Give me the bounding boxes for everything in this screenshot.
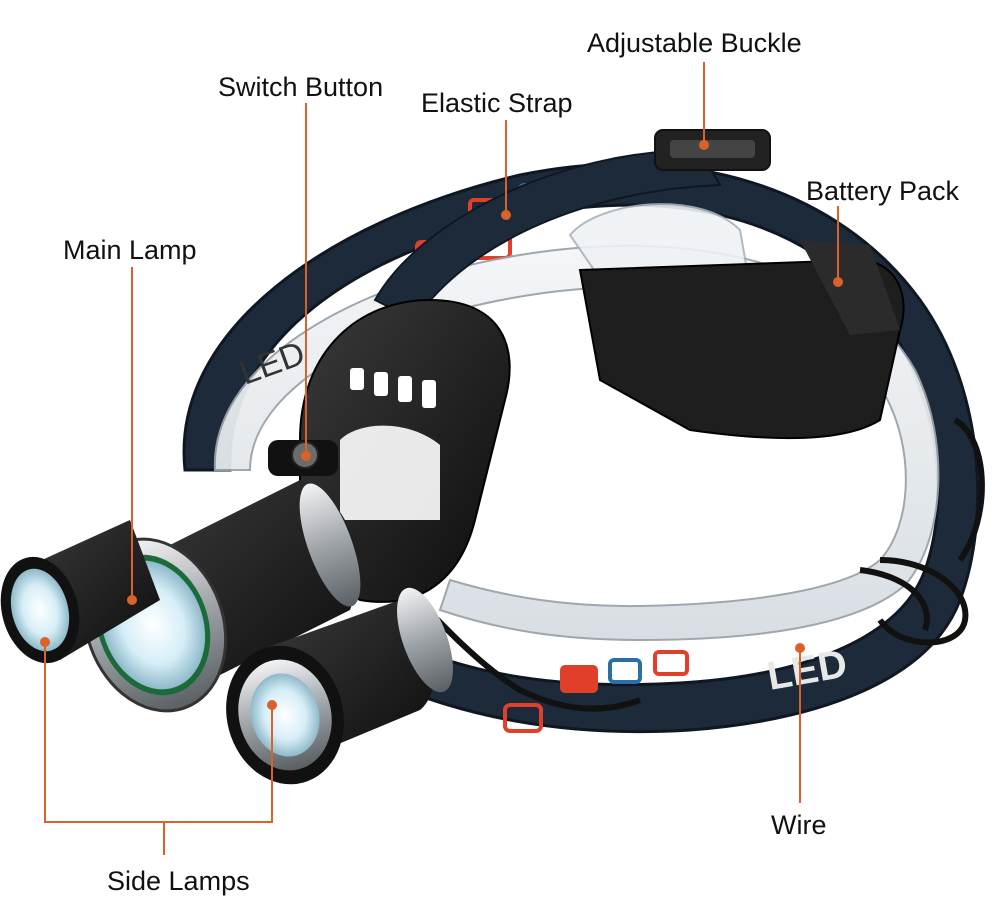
- label-battery-pack: Battery Pack: [806, 176, 960, 206]
- label-adjustable-buckle: Adjustable Buckle: [587, 28, 802, 58]
- label-switch-button: Switch Button: [218, 72, 384, 102]
- housing-vents: [350, 368, 436, 408]
- label-elastic-strap: Elastic Strap: [421, 88, 573, 118]
- battery-pack: [578, 240, 905, 440]
- side-lamp-left: [0, 520, 160, 664]
- leader-side-lamps: [44, 642, 273, 823]
- side-lamp-right: [226, 587, 453, 785]
- adjustable-buckle: [654, 129, 771, 171]
- label-wire: Wire: [771, 810, 827, 840]
- lamp-housing: [299, 298, 511, 603]
- leader-lines: [44, 62, 839, 855]
- label-main-lamp: Main Lamp: [63, 235, 197, 265]
- label-side-lamps: Side Lamps: [107, 866, 250, 896]
- leader-dots: [40, 140, 843, 710]
